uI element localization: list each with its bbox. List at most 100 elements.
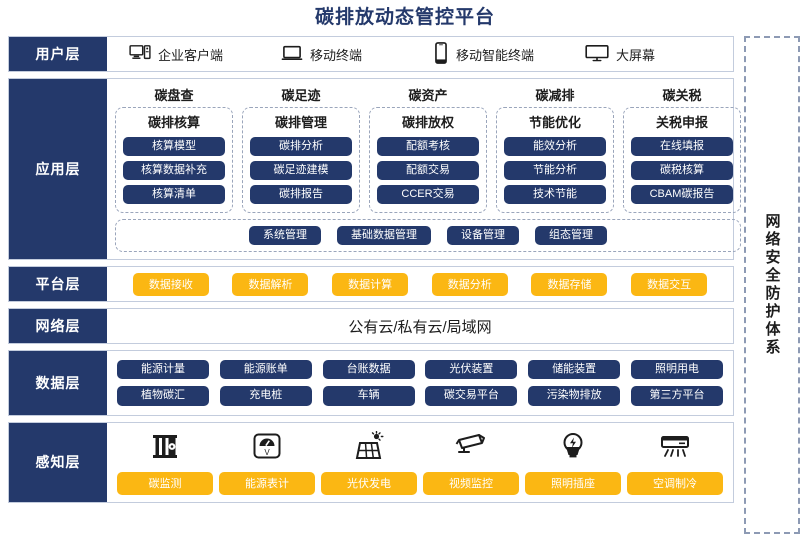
sense-item[interactable]: 空调制冷 bbox=[627, 471, 723, 495]
security-panel-label: 网络安全防护体系 bbox=[763, 213, 781, 357]
layer-platform-label: 平台层 bbox=[9, 267, 107, 302]
sense-item[interactable]: 碳监测 bbox=[117, 471, 213, 495]
app-item[interactable]: 技术节能 bbox=[504, 185, 606, 205]
management-item[interactable]: 设备管理 bbox=[447, 226, 519, 246]
app-item[interactable]: 碳排报告 bbox=[250, 185, 352, 205]
data-item[interactable]: 充电桩 bbox=[219, 386, 312, 406]
layer-sense-body: V bbox=[107, 423, 733, 502]
carbon-monitor-icon bbox=[150, 431, 180, 466]
data-item[interactable]: 植物碳汇 bbox=[117, 386, 209, 406]
user-item-enterprise-client[interactable]: 企业客户端 bbox=[129, 44, 281, 65]
energy-gauge-icon: V bbox=[252, 431, 282, 466]
app-item[interactable]: 节能分析 bbox=[504, 161, 606, 181]
user-item-label: 移动终端 bbox=[310, 47, 363, 63]
app-card: 碳排核算 核算模型 核算数据补充 核算清单 bbox=[115, 107, 233, 214]
app-item[interactable]: CBAM碳报告 bbox=[631, 185, 733, 205]
app-column-title: 碳盘查 bbox=[154, 88, 194, 103]
sense-icon-cell bbox=[321, 429, 417, 469]
data-item[interactable]: 储能装置 bbox=[528, 360, 621, 380]
app-column-title: 碳关税 bbox=[662, 88, 702, 103]
laptop-icon bbox=[281, 44, 303, 65]
layer-application: 应用层 碳盘查 碳排核算 核算模型 核算数据补充 核算清单 bbox=[8, 78, 741, 261]
management-item[interactable]: 系统管理 bbox=[249, 226, 321, 246]
layer-user: 用户层 bbox=[8, 36, 734, 72]
user-item-mobile-terminal[interactable]: 移动终端 bbox=[281, 44, 433, 65]
management-item[interactable]: 组态管理 bbox=[535, 226, 607, 246]
management-item[interactable]: 基础数据管理 bbox=[337, 226, 431, 246]
data-item[interactable]: 照明用电 bbox=[630, 360, 723, 380]
app-column-carbon-reduction: 碳减排 节能优化 能效分析 节能分析 技术节能 bbox=[496, 85, 614, 214]
layer-data-label: 数据层 bbox=[9, 351, 107, 415]
data-item[interactable]: 车辆 bbox=[322, 386, 415, 406]
app-card: 节能优化 能效分析 节能分析 技术节能 bbox=[496, 107, 614, 214]
app-card-title: 碳排核算 bbox=[147, 115, 200, 130]
app-item[interactable]: 碳排分析 bbox=[250, 137, 352, 157]
desktop-tower-icon bbox=[129, 44, 151, 65]
app-item[interactable]: 核算清单 bbox=[123, 185, 225, 205]
management-box: 系统管理 基础数据管理 设备管理 组态管理 bbox=[115, 219, 741, 253]
user-item-smart-mobile-terminal[interactable]: 移动智能终端 bbox=[433, 41, 585, 67]
data-item[interactable]: 碳交易平台 bbox=[425, 386, 518, 406]
sense-icon-cell: V bbox=[219, 429, 315, 469]
platform-item[interactable]: 数据交互 bbox=[631, 272, 708, 296]
sense-item[interactable]: 视频监控 bbox=[423, 471, 519, 495]
platform-item[interactable]: 数据存储 bbox=[531, 272, 608, 296]
user-item-large-screen[interactable]: 大屏幕 bbox=[585, 44, 737, 65]
layer-stack: 用户层 bbox=[8, 36, 741, 503]
app-item[interactable]: 碳足迹建模 bbox=[250, 161, 352, 181]
platform-item[interactable]: 数据解析 bbox=[232, 272, 309, 296]
app-card-title: 碳排管理 bbox=[274, 115, 327, 130]
layer-platform-body: 数据接收 数据解析 数据计算 数据分析 数据存储 数据交互 bbox=[107, 267, 733, 301]
platform-item[interactable]: 数据分析 bbox=[431, 272, 508, 296]
layer-network-body: 公有云/私有云/局域网 bbox=[348, 318, 492, 336]
air-conditioner-icon bbox=[659, 432, 691, 465]
application-columns: 碳盘查 碳排核算 核算模型 核算数据补充 核算清单 碳足迹 碳排管理 bbox=[115, 85, 741, 214]
data-row: 能源计量 能源账单 台账数据 光伏装置 储能装置 照明用电 bbox=[117, 360, 723, 380]
layer-sense: 感知层 bbox=[8, 421, 734, 503]
app-item[interactable]: 碳税核算 bbox=[631, 161, 733, 181]
data-item[interactable]: 污染物排放 bbox=[528, 386, 621, 406]
app-card: 碳排管理 碳排分析 碳足迹建模 碳排报告 bbox=[242, 107, 360, 214]
app-item[interactable]: CCER交易 bbox=[377, 185, 479, 205]
layer-data-body: 能源计量 能源账单 台账数据 光伏装置 储能装置 照明用电 植物碳汇 充电桩 车… bbox=[107, 351, 733, 414]
sense-icon-cell bbox=[627, 429, 723, 469]
cctv-camera-icon bbox=[455, 431, 487, 466]
platform-item[interactable]: 数据计算 bbox=[332, 272, 409, 296]
data-item[interactable]: 能源计量 bbox=[117, 360, 209, 380]
layer-application-body: 碳盘查 碳排核算 核算模型 核算数据补充 核算清单 碳足迹 碳排管理 bbox=[107, 79, 749, 259]
app-column-title: 碳资产 bbox=[408, 88, 448, 103]
layer-data: 数据层 能源计量 能源账单 台账数据 光伏装置 储能装置 照明用电 植物碳汇 充… bbox=[8, 350, 734, 416]
layer-user-body: 企业客户端 移动终端 bbox=[107, 37, 745, 71]
app-item[interactable]: 配额交易 bbox=[377, 161, 479, 181]
app-item[interactable]: 能效分析 bbox=[504, 137, 606, 157]
svg-text:V: V bbox=[264, 448, 270, 457]
app-card: 碳排放权 配额考核 配额交易 CCER交易 bbox=[369, 107, 487, 214]
layer-user-label: 用户层 bbox=[9, 37, 107, 71]
app-card-title: 关税申报 bbox=[655, 115, 708, 130]
data-item[interactable]: 能源账单 bbox=[219, 360, 312, 380]
app-column-title: 碳减排 bbox=[535, 88, 575, 103]
sense-icon-cell bbox=[117, 429, 213, 469]
app-item[interactable]: 核算模型 bbox=[123, 137, 225, 157]
sense-item[interactable]: 照明插座 bbox=[525, 471, 621, 495]
large-screen-icon bbox=[585, 44, 609, 65]
data-item[interactable]: 光伏装置 bbox=[425, 360, 518, 380]
app-item[interactable]: 配额考核 bbox=[377, 137, 479, 157]
sense-item[interactable]: 光伏发电 bbox=[321, 471, 417, 495]
data-item[interactable]: 第三方平台 bbox=[630, 386, 723, 406]
data-item[interactable]: 台账数据 bbox=[322, 360, 415, 380]
sense-item[interactable]: 能源表计 bbox=[219, 471, 315, 495]
layer-sense-label: 感知层 bbox=[9, 422, 107, 502]
lightbulb-icon bbox=[560, 431, 586, 466]
page-title: 碳排放动态管控平台 bbox=[314, 7, 495, 28]
app-item[interactable]: 核算数据补充 bbox=[123, 161, 225, 181]
platform-item[interactable]: 数据接收 bbox=[132, 272, 209, 296]
sense-icon-cell bbox=[423, 429, 519, 469]
app-column-carbon-inventory: 碳盘查 碳排核算 核算模型 核算数据补充 核算清单 bbox=[115, 85, 233, 214]
app-column-carbon-asset: 碳资产 碳排放权 配额考核 配额交易 CCER交易 bbox=[369, 85, 487, 214]
layer-platform: 平台层 数据接收 数据解析 数据计算 数据分析 数据存储 数据交互 bbox=[8, 266, 734, 303]
app-item[interactable]: 在线填报 bbox=[631, 137, 733, 157]
user-item-label: 企业客户端 bbox=[158, 47, 224, 63]
sense-icon-row: V bbox=[117, 429, 723, 469]
